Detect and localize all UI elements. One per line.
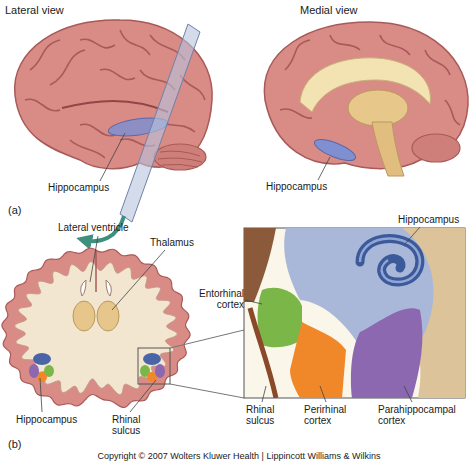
hippocampus-shape [140, 353, 165, 382]
leader-lines [318, 157, 330, 180]
hippocampus-shape [29, 353, 54, 382]
inset-section [258, 288, 303, 348]
part-label: Hippocampus [16, 414, 86, 425]
medial-brain [264, 22, 468, 169]
part-label: Rhinal sulcus [246, 404, 290, 426]
hippocampus-shape [143, 353, 161, 365]
view-title: Medial view [300, 4, 390, 16]
zoom-lines [170, 330, 244, 398]
part-label: Rhinal sulcus [112, 414, 156, 436]
medial-brain [264, 22, 468, 176]
medial-brain [348, 90, 408, 126]
leader-lines [405, 227, 420, 244]
leader-lines [245, 300, 262, 304]
part-label: Hippocampus [266, 181, 336, 192]
cortex-outline [2, 248, 190, 407]
inset-section [244, 228, 465, 398]
view-title: Lateral view [5, 4, 95, 16]
inset-section [290, 322, 346, 398]
panel-letter: (a) [8, 204, 32, 216]
coronal-slice [2, 248, 190, 407]
leader-lines [40, 378, 42, 412]
lateral-brain [158, 151, 202, 167]
parahippocampal-shape [155, 364, 165, 378]
thalamus-shape [73, 301, 95, 331]
inset-section [250, 308, 276, 398]
part-label: Entorhinal cortex [192, 288, 244, 310]
leader-lines [320, 386, 326, 402]
part-label: Lateral ventricle [58, 222, 158, 233]
inset-section [244, 228, 465, 398]
copyright-notice: Copyright © 2007 Wolters Kluwer Health |… [2, 452, 474, 462]
medial-brain [280, 35, 460, 125]
parahippocampal-shape [29, 364, 39, 378]
inset-section [360, 238, 420, 282]
leader-lines [262, 386, 266, 402]
hippocampus-shape [33, 353, 51, 365]
part-label: Thalamus [150, 237, 210, 248]
leader-lines [130, 380, 156, 412]
zoom-lines [138, 330, 244, 398]
lateral-brain [154, 144, 206, 170]
midline-fissure [95, 250, 97, 292]
medial-brain [372, 122, 404, 176]
part-label: Parahippocampal cortex [378, 404, 466, 426]
inset-section [360, 238, 420, 282]
medial-brain [412, 134, 460, 162]
panel-letter: (b) [8, 438, 32, 450]
leader-lines [90, 236, 98, 282]
inset-section [351, 308, 422, 398]
zoom-lines [138, 348, 170, 384]
part-label: Perirhinal cortex [304, 404, 362, 426]
leader-lines [100, 133, 125, 181]
part-label: Hippocampus [398, 214, 468, 225]
inset-section [244, 228, 465, 398]
ventricle-shape [106, 280, 111, 296]
slice-plane [120, 24, 200, 222]
lateral-brain [62, 101, 168, 112]
leader-lines [112, 250, 165, 310]
part-label: Hippocampus [48, 182, 118, 193]
slice-plane [84, 24, 200, 241]
medial-brain [312, 135, 358, 164]
leader-lines [404, 386, 412, 402]
ventricle-shape [81, 280, 86, 296]
leader-lines [40, 133, 420, 412]
